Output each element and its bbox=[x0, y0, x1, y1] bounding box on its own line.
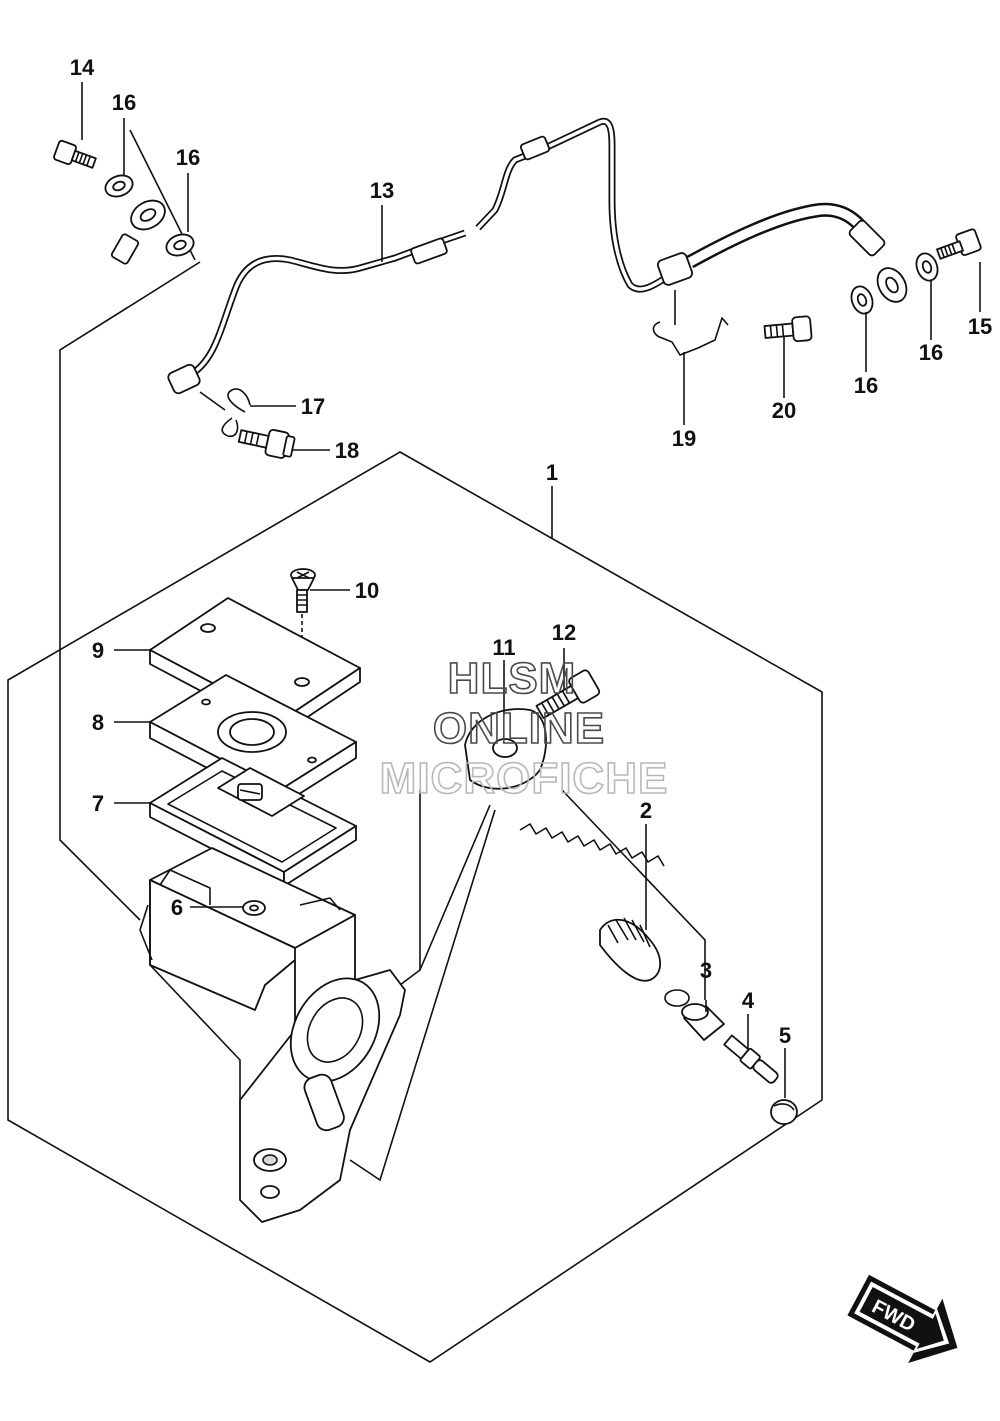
callout-3: 3 bbox=[700, 958, 712, 983]
callout-14: 14 bbox=[70, 55, 95, 80]
kit-leader-lines bbox=[349, 789, 706, 1182]
callout-lines bbox=[81, 82, 981, 1098]
callout-17: 17 bbox=[301, 394, 325, 419]
cup-3b bbox=[681, 1003, 725, 1041]
callout-7: 7 bbox=[92, 791, 104, 816]
brake-hose-13 bbox=[70, 117, 908, 410]
nut-6 bbox=[242, 900, 266, 916]
callout-8: 8 bbox=[92, 710, 104, 735]
piston-2 bbox=[599, 917, 662, 982]
watermark: HLSM ONLINE MICROFICHE bbox=[379, 653, 669, 804]
clip-19 bbox=[652, 317, 729, 356]
callout-6: 6 bbox=[171, 895, 183, 920]
callout-11: 11 bbox=[492, 635, 515, 660]
callout-18: 18 bbox=[335, 438, 359, 463]
watermark-line3: MICROFICHE bbox=[380, 754, 669, 803]
callout-4: 4 bbox=[742, 988, 755, 1013]
callout-19: 19 bbox=[672, 426, 696, 451]
fwd-arrow-icon: FWD bbox=[847, 1274, 958, 1363]
bolt-18 bbox=[237, 428, 296, 459]
push-rod-4 bbox=[723, 1034, 779, 1084]
circlip-3a bbox=[664, 989, 690, 1007]
bolt-12 bbox=[535, 669, 601, 719]
callout-9: 9 bbox=[92, 638, 104, 663]
watermark-line2: ONLINE bbox=[433, 704, 605, 753]
callout-labels: 14 16 16 13 16 15 16 20 19 17 18 1 10 9 … bbox=[70, 55, 992, 1048]
callout-16b: 16 bbox=[176, 145, 200, 170]
screw-10 bbox=[290, 568, 316, 680]
callout-5: 5 bbox=[779, 1023, 791, 1048]
callout-12: 12 bbox=[552, 620, 576, 645]
bolt-14 bbox=[53, 139, 97, 169]
callout-16a: 16 bbox=[112, 90, 136, 115]
callout-20: 20 bbox=[772, 398, 796, 423]
clamp-17 bbox=[221, 388, 251, 438]
callout-2: 2 bbox=[640, 798, 652, 823]
boot-5 bbox=[770, 1099, 798, 1125]
watermark-line1: HLSM bbox=[448, 654, 577, 703]
master-cylinder-body bbox=[139, 847, 406, 1223]
bracket-11 bbox=[464, 708, 547, 790]
callout-16c: 16 bbox=[854, 373, 878, 398]
callout-1: 1 bbox=[546, 460, 558, 485]
spring bbox=[519, 823, 665, 867]
callout-13: 13 bbox=[370, 178, 394, 203]
bolt-15 bbox=[936, 228, 982, 260]
callout-15: 15 bbox=[968, 314, 992, 339]
callout-16d: 16 bbox=[919, 340, 943, 365]
assembly-outline bbox=[7, 451, 823, 1363]
bolt-20 bbox=[763, 315, 813, 343]
callout-10: 10 bbox=[355, 578, 379, 603]
